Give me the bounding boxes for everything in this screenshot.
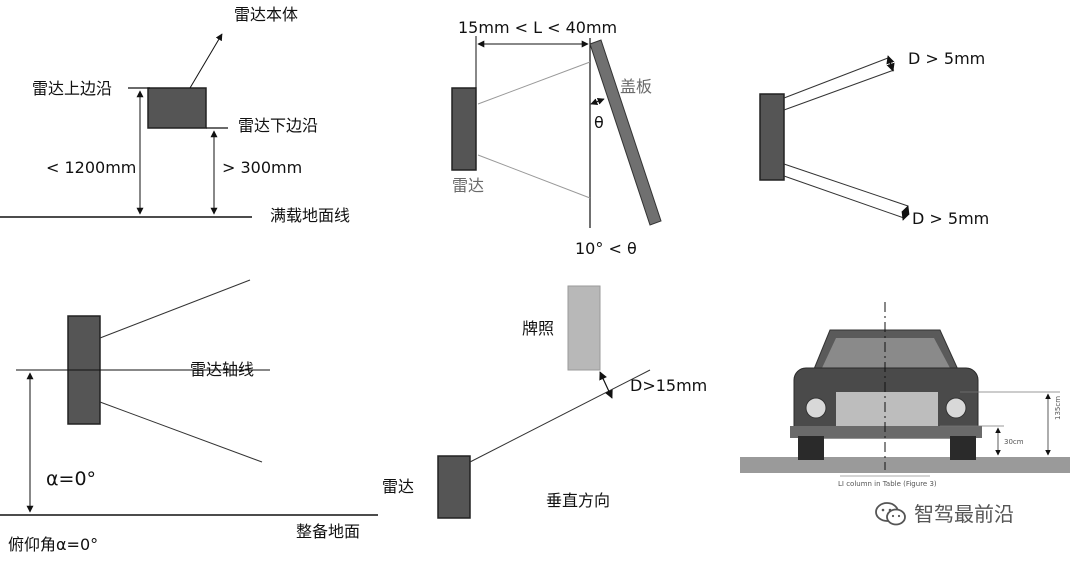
max-height-label: < 1200mm — [46, 158, 137, 177]
panel-vehicle-front — [740, 302, 1070, 477]
bottom-edge-label: 雷达下边沿 — [238, 116, 319, 135]
gap-label: D>15mm — [630, 376, 708, 395]
vertical-direction-label: 垂直方向 — [546, 491, 611, 510]
watermark: 智驾最前沿 — [874, 501, 1014, 527]
car-windshield — [822, 338, 950, 368]
beam-top — [99, 279, 251, 339]
beam-bottom — [477, 154, 591, 199]
high-dim-label: 135cm — [1054, 395, 1062, 420]
ground-line-label: 满载地面线 — [270, 206, 351, 225]
panel-license-plate — [437, 285, 651, 519]
top-edge-label: 雷达上边沿 — [32, 79, 113, 98]
gap-arrow — [599, 371, 613, 399]
theta-label: θ — [594, 113, 604, 132]
radar-body — [759, 93, 785, 181]
watermark-text: 智驾最前沿 — [914, 502, 1014, 526]
car-grille — [836, 392, 938, 430]
panel-side-gap — [759, 55, 910, 221]
license-plate — [567, 285, 601, 371]
license-plate-label: 牌照 — [522, 319, 555, 338]
beam-bottom-outer — [783, 175, 905, 219]
panel-cover-plate — [451, 36, 662, 228]
cover-plate-label: 盖板 — [620, 77, 653, 96]
panel-mounting-height — [0, 33, 252, 218]
ground-strip — [740, 457, 1070, 473]
pitch-angle-label: 俯仰角α=0° — [8, 535, 99, 554]
low-dim-label: 30cm — [1004, 438, 1024, 446]
radar-body — [451, 87, 477, 171]
bottom-gap-arrow — [901, 205, 910, 221]
top-gap-arrow — [886, 55, 895, 72]
distance-label: 15mm < L < 40mm — [458, 18, 618, 37]
car-front — [790, 329, 982, 460]
car-bumper — [790, 426, 982, 438]
bottom-gap-label: D > 5mm — [912, 209, 990, 228]
ground-label: 整备地面 — [296, 522, 361, 541]
wechat-icon — [875, 502, 906, 526]
radar-body-label: 雷达本体 — [234, 5, 299, 24]
angle-condition-label: 10° < θ — [575, 239, 637, 258]
car-wheel-left — [798, 436, 824, 460]
theta-arrow — [590, 97, 605, 106]
beam-top-outer — [783, 57, 889, 99]
radar-body-pointer — [189, 33, 223, 89]
beam-bottom — [99, 401, 263, 463]
radar-body — [147, 87, 207, 129]
radar-label: 雷达 — [452, 176, 485, 195]
beam-bottom-inner — [783, 163, 909, 207]
radar-label: 雷达 — [382, 477, 415, 496]
radar-body — [437, 455, 471, 519]
panel-pitch-angle — [0, 279, 378, 516]
table-caption: LI column in Table (Figure 3) — [838, 480, 937, 488]
beam-line — [469, 369, 651, 463]
car-headlight-left — [805, 397, 827, 419]
min-height-label: > 300mm — [222, 158, 303, 177]
cover-plate — [589, 39, 662, 226]
alpha-value-label: α=0° — [46, 468, 97, 490]
top-gap-label: D > 5mm — [908, 49, 986, 68]
car-headlight-right — [945, 397, 967, 419]
car-wheel-right — [950, 436, 976, 460]
beam-top — [477, 61, 591, 105]
beam-top-inner — [783, 69, 895, 111]
radar-axis-label: 雷达轴线 — [190, 360, 255, 379]
